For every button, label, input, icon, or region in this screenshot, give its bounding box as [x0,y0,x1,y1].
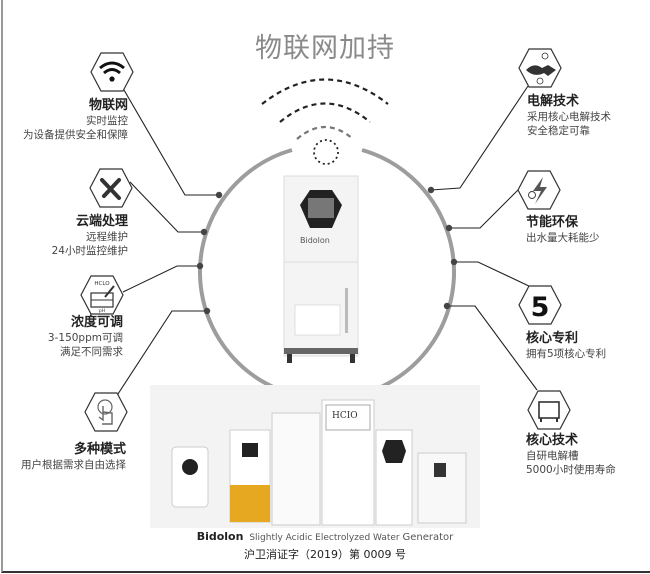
feature-cloud: 云端处理 远程维护 24小时监控维护 [0,213,128,258]
feature-line: 用户根据需求自由选择 [21,459,126,471]
footer-brand-logo: Bidolon [196,530,244,543]
feature-heading: 浓度可调 [70,315,123,330]
feature-line: 为设备提供安全和保障 [23,129,128,141]
connector-lines [115,85,538,398]
feature-modes: 多种模式 用户根据需求自由选择 [0,441,126,472]
feature-heading: 节能环保 [526,215,579,230]
feature-energy: 节能环保 出水量大耗能少 [526,214,650,245]
feature-heading: 核心专利 [526,331,579,346]
footer-certificate: 沪卫消证字（2019）第 0009 号 [244,548,406,561]
feature-line: 24小时监控维护 [51,245,128,257]
feature-core-tech: 核心技术 自研电解槽 5000小时使用寿命 [526,432,650,477]
number-five-icon: 5 [518,285,562,325]
feature-line: 5000小时使用寿命 [526,464,616,476]
feature-iot: 物联网 实时监控 为设备提供安全和保障 [0,97,128,142]
feature-line: 安全稳定可靠 [527,125,590,137]
feature-patents: 核心专利 拥有5项核心专利 [526,330,650,361]
feature-heading: 云端处理 [75,214,128,229]
product-panel-label: HCIO [332,411,358,421]
concentration-icon: HCLO pH [80,275,124,315]
feature-line: 3-150ppm可调 [47,332,123,344]
wifi-signal-graphic [261,78,389,165]
electrolytic-cell-icon [527,390,571,430]
feature-line: 满足不同需求 [60,346,123,358]
footer-product-line: Bidolon Slightly Acidic Electrolyzed Wat… [0,530,650,543]
energy-saving-icon [517,170,561,210]
device-brand: Bidolon [300,236,330,245]
product-lineup-image: HCIO [150,385,480,528]
central-device-image [283,175,359,363]
feature-concentration: 浓度可调 3-150ppm可调 满足不同需求 [0,314,123,359]
feature-heading: 多种模式 [73,442,126,457]
concentration-icon-text: HCLO [94,281,110,287]
feature-line: 采用核心电解技术 [527,111,611,123]
feature-heading: 物联网 [88,98,128,113]
feature-heading: 核心技术 [526,433,579,448]
feature-heading: 电解技术 [527,94,580,109]
feature-electrolysis: 电解技术 采用核心电解技术 安全稳定可靠 [527,93,650,138]
tools-icon [89,168,133,208]
feature-line: 出水量大耗能少 [526,232,600,244]
wifi-icon [90,52,134,92]
concentration-icon-subtext: pH [99,308,105,314]
number-five-text: 5 [531,292,550,323]
feature-line: 自研电解槽 [526,450,579,462]
connector-dots [196,186,458,315]
page-title: 物联网加持 [255,33,395,64]
feature-line: 实时监控 [86,115,128,127]
footer-product-suffix: Generator [402,532,454,543]
feature-line: 远程维护 [86,231,128,243]
electrolysis-icon [518,48,562,88]
touch-hand-icon [84,392,128,432]
feature-line: 拥有5项核心专利 [526,348,607,360]
footer-product-name: Slightly Acidic Electrolyzed Water [249,533,400,543]
